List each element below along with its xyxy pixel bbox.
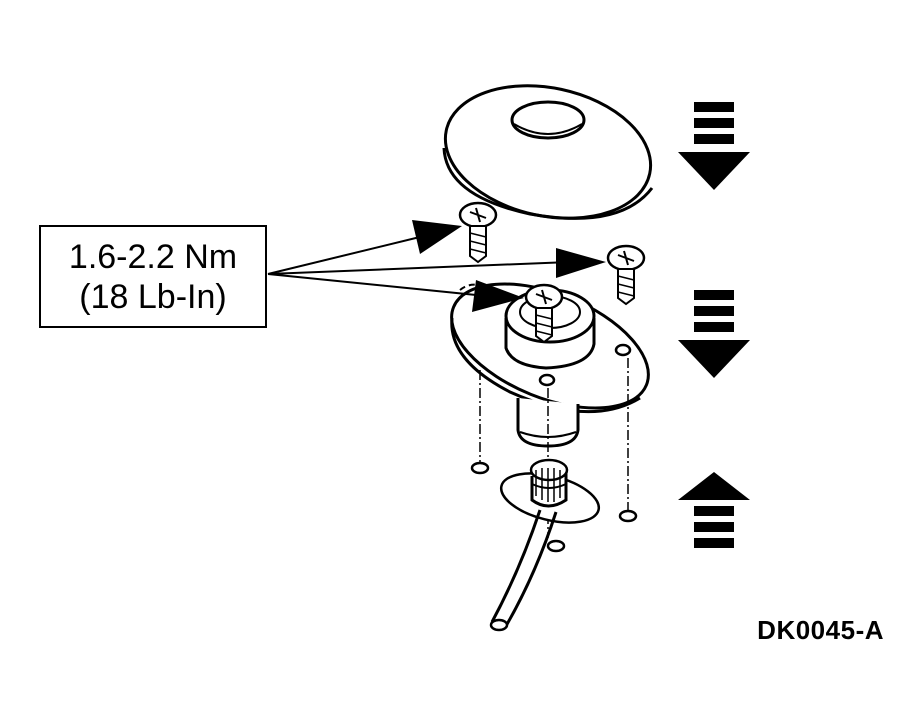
- torque-spec-metric: 1.6-2.2 Nm: [68, 238, 238, 276]
- torque-spec-imperial: (18 Lb-In): [79, 278, 227, 316]
- direction-down-arrow: [678, 102, 750, 190]
- body-panel-opening: [499, 458, 601, 524]
- callout-arrowheads: [412, 220, 606, 312]
- direction-down-arrow: [678, 290, 750, 378]
- callout-leaders: [267, 235, 571, 297]
- fastener-holes: [470, 461, 638, 553]
- direction-up-arrow: [678, 472, 750, 548]
- mounting-screw-2: [606, 244, 646, 306]
- figure-id-label: DK0045-A: [757, 615, 884, 645]
- mounting-screw-1: [458, 201, 498, 264]
- antenna-bezel-cover: [442, 84, 654, 220]
- antenna-cable: [489, 509, 558, 632]
- mounting-screw-3: [524, 283, 564, 344]
- torque-spec-callout: 1.6-2.2 Nm (18 Lb-In): [39, 225, 267, 328]
